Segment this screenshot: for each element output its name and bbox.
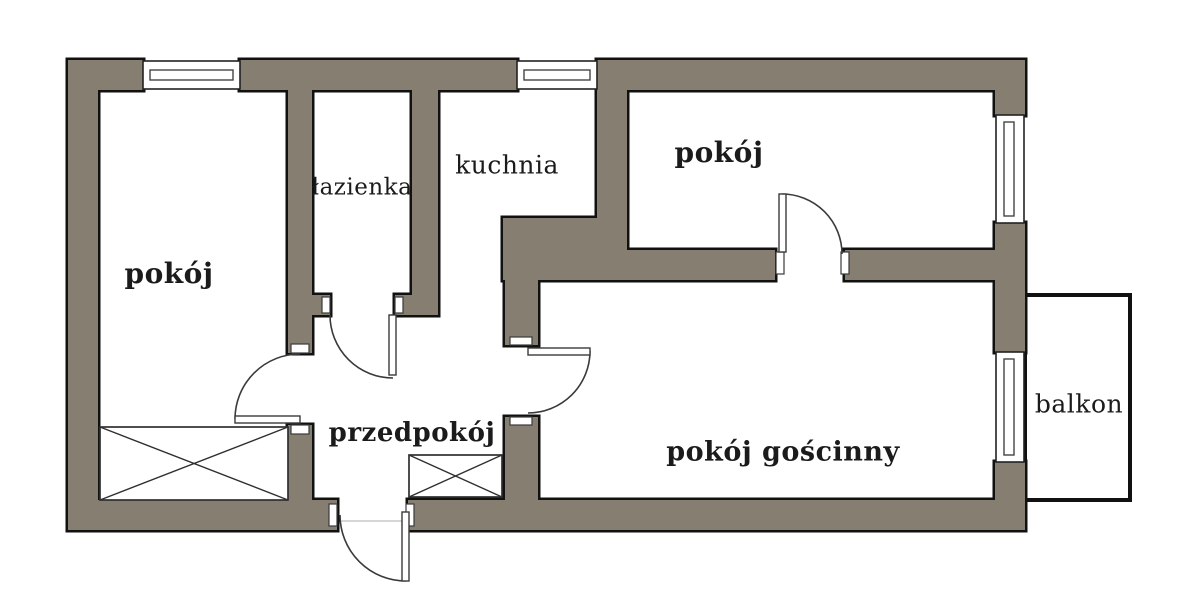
room-label-lazienka: łazienka — [311, 174, 413, 201]
balcony-door-window-icon — [995, 351, 1025, 463]
door-swing-icon — [234, 343, 310, 435]
window-icon — [516, 60, 598, 90]
crossed-box-icon — [99, 426, 289, 501]
room-label-pokoj-right: pokój — [674, 136, 764, 169]
window-icon — [142, 60, 241, 90]
room-label-pokoj-goscinny: pokój gościnny — [666, 436, 900, 468]
room-label-przedpokoj: przedpokój — [328, 418, 496, 448]
door-swing-icon — [321, 296, 404, 379]
room-label-pokoj-left: pokój — [124, 257, 214, 290]
entrance-door-swing-icon — [328, 503, 415, 582]
window-icon — [995, 114, 1025, 224]
crossed-box-icon — [408, 454, 503, 498]
door-swing-icon — [775, 193, 850, 275]
balcony-outline — [1023, 293, 1132, 502]
door-swing-icon — [509, 336, 591, 426]
room-label-balkon: balkon — [1034, 389, 1124, 419]
room-label-kuchnia: kuchnia — [455, 150, 559, 180]
